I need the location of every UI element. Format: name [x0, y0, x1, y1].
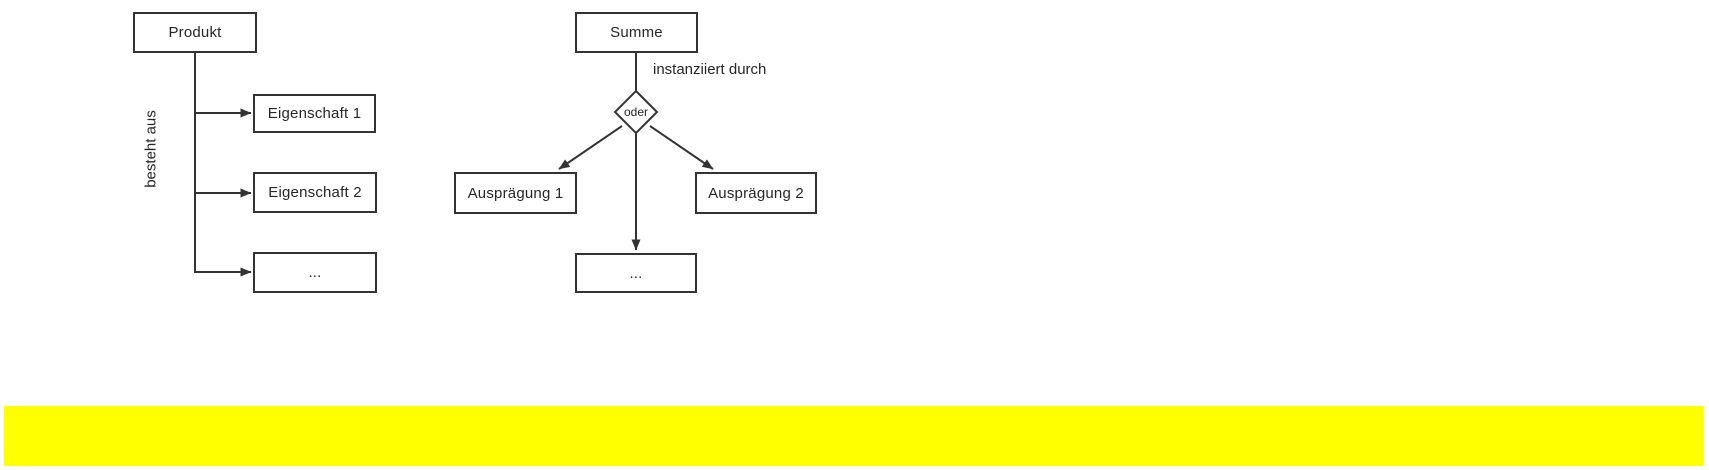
right-branch-arrow-2 — [649, 125, 714, 170]
node-eigenschaft-2: Eigenschaft 2 — [253, 172, 377, 213]
oder-operator-label: oder — [623, 105, 649, 119]
highlight-bar — [4, 406, 1703, 466]
node-left-ellipsis: ... — [253, 252, 377, 293]
node-eigenschaft-1: Eigenschaft 1 — [253, 94, 376, 133]
right-branch-arrow-1 — [558, 125, 623, 170]
node-summe: Summe — [575, 12, 698, 53]
besteht-aus-label: besteht aus — [142, 110, 160, 188]
node-auspraegung-1: Ausprägung 1 — [454, 172, 577, 214]
node-produkt: Produkt — [133, 12, 257, 53]
instanziiert-durch-label: instanziiert durch — [653, 61, 767, 78]
node-auspraegung-2: Ausprägung 2 — [695, 172, 817, 214]
node-right-ellipsis: ... — [575, 253, 697, 293]
